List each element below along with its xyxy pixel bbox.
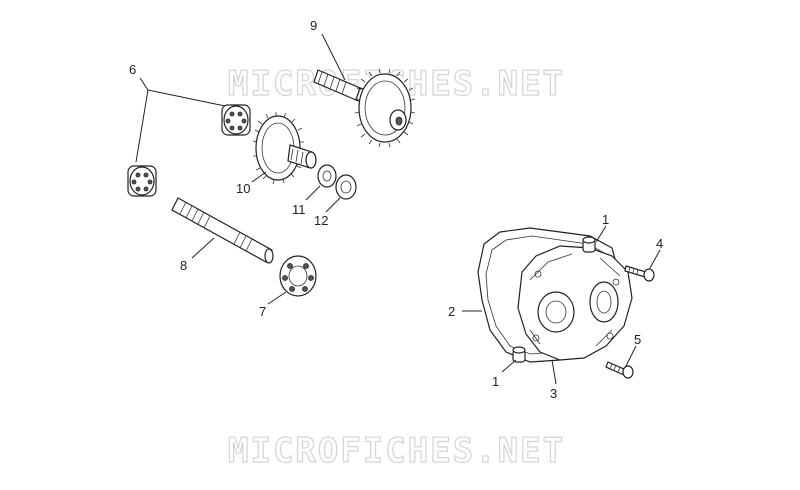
part-10-gear <box>252 112 317 185</box>
part-8-shaft <box>171 197 274 264</box>
callout-11: 11 <box>292 202 306 217</box>
part-7-bearing <box>279 255 317 297</box>
callout-10: 10 <box>236 181 250 196</box>
part-6-bearing-upper <box>221 104 251 136</box>
callout-12: 12 <box>314 213 328 228</box>
watermark-bottom: MICROFICHES.NET <box>228 431 565 471</box>
part-12-washer <box>335 174 357 200</box>
part-3-cover <box>517 245 633 361</box>
part-4-screw <box>624 265 655 282</box>
part-9-gear-shaft <box>313 68 416 148</box>
part-6-bearing-lower <box>127 165 157 197</box>
callout-1-lower: 1 <box>492 374 499 389</box>
callout-6: 6 <box>129 62 136 77</box>
part-1-dowel-upper <box>582 236 596 253</box>
part-5-screw <box>605 361 634 379</box>
callout-8: 8 <box>180 258 187 273</box>
leader-lines <box>135 33 661 385</box>
callout-7: 7 <box>259 304 266 319</box>
callout-3: 3 <box>550 386 557 401</box>
callout-9: 9 <box>310 18 317 33</box>
callout-5: 5 <box>634 332 641 347</box>
callout-2: 2 <box>448 304 455 319</box>
part-11-washer <box>317 164 337 188</box>
callout-1-upper: 1 <box>602 212 609 227</box>
callout-labels: 9 6 10 11 12 8 7 1 4 2 5 1 3 <box>129 18 663 401</box>
part-1-dowel-lower <box>512 346 526 363</box>
callout-4: 4 <box>656 236 663 251</box>
